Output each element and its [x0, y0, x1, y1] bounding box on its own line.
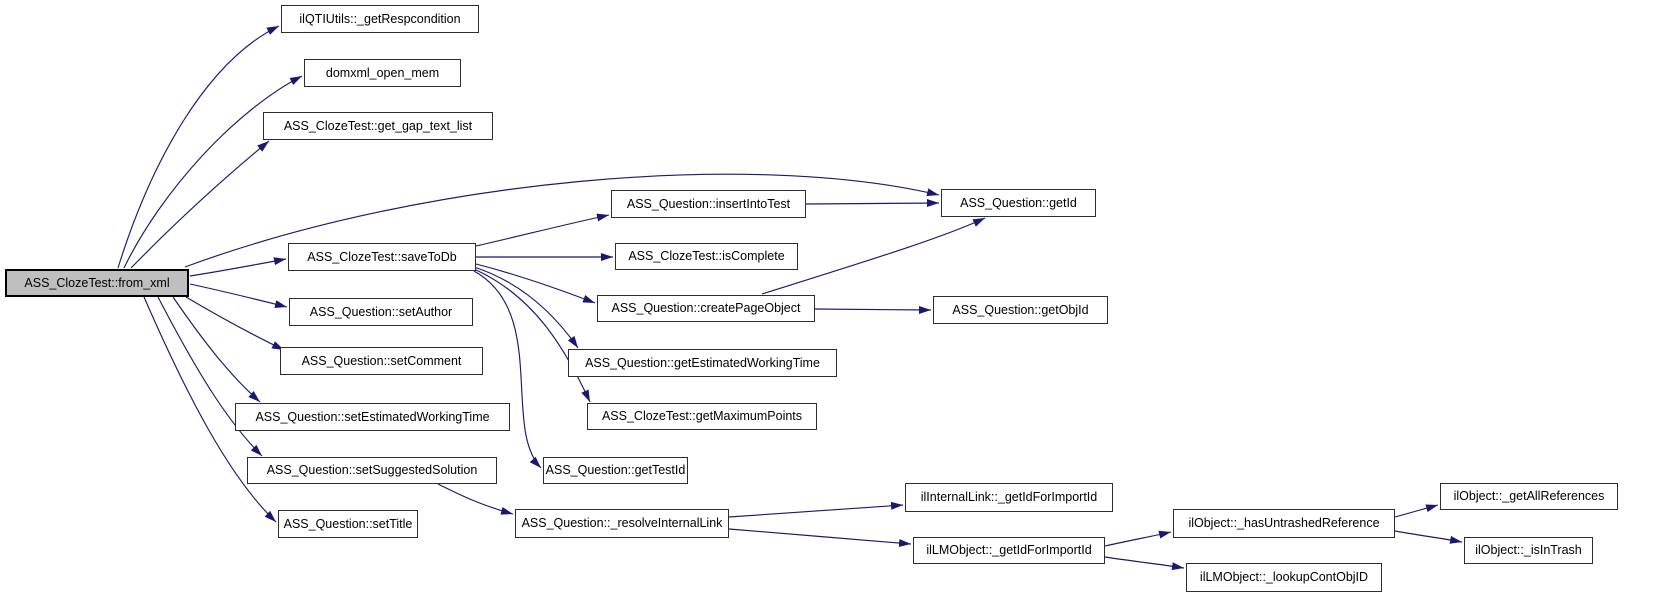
edge-from-xml-setauthor: [189, 283, 288, 308]
edge-savetodb-gettestid: [473, 270, 542, 469]
edge-createpageobject-getid: [761, 217, 986, 295]
node-ilobject-isintrash[interactable]: ilObject::_isInTrash: [1464, 537, 1593, 564]
node-ass-question-setsuggestedsolution[interactable]: ASS_Question::setSuggestedSolution: [247, 457, 497, 484]
node-ass-question-resolveinternallink[interactable]: ASS_Question::_resolveInternalLink: [515, 509, 729, 538]
node-ilobject-hasuntrashedreference[interactable]: ilObject::_hasUntrashedReference: [1173, 509, 1395, 538]
edge-from-xml-settitle: [143, 296, 277, 523]
node-ass-question-insertintotest[interactable]: ASS_Question::insertIntoTest: [611, 190, 806, 218]
node-ass-question-setestimatedworkingtime[interactable]: ASS_Question::setEstimatedWorkingTime: [235, 403, 510, 431]
edge-illmobject-getidforimportid-hasuntrashedreference: [1104, 530, 1172, 547]
node-ilobject-getallreferences[interactable]: ilObject::_getAllReferences: [1440, 483, 1618, 510]
edge-savetodb-getestimatedworkingtime: [473, 266, 579, 349]
edge-from-xml-getid: [184, 173, 940, 268]
edge-savetodb-insertintotest: [475, 213, 610, 247]
edge-from-xml-setestimatedworkingtime: [172, 296, 261, 403]
node-illmobject-lookupcontobjid[interactable]: ilLMObject::_lookupContObjID: [1186, 563, 1382, 592]
edge-resolveinternallink-ilinternallink-getidforimportid: [728, 501, 904, 518]
node-ass-clozetest-from-xml: ASS_ClozeTest::from_xml: [5, 269, 189, 297]
node-ass-question-setauthor[interactable]: ASS_Question::setAuthor: [289, 298, 473, 326]
edge-from-xml-setsuggestedsolution: [157, 296, 263, 457]
node-ass-question-createpageobject[interactable]: ASS_Question::createPageObject: [597, 295, 815, 322]
edge-resolveinternallink-illmobject-getidforimportid: [728, 528, 912, 548]
edge-savetodb-getmaximumpoints: [473, 268, 591, 403]
node-ilinternallink-getidforimportid[interactable]: ilInternalLink::_getIdForImportId: [905, 483, 1113, 512]
edge-from-xml-get-gap-text-list: [130, 140, 270, 269]
node-ass-question-getestimatedworkingtime[interactable]: ASS_Question::getEstimatedWorkingTime: [568, 349, 837, 377]
node-ass-question-getid[interactable]: ASS_Question::getId: [941, 189, 1096, 217]
edge-createpageobject-getobjid: [814, 305, 932, 314]
node-ass-question-gettestid[interactable]: ASS_Question::getTestId: [543, 457, 688, 484]
edge-from-xml-domxml-open-mem: [123, 75, 303, 269]
edge-from-xml-getrespcondition: [117, 25, 280, 269]
node-domxml-open-mem[interactable]: domxml_open_mem: [304, 59, 461, 87]
edge-hasuntrashedreference-getallreferences: [1394, 504, 1439, 518]
node-ass-question-getobjid[interactable]: ASS_Question::getObjId: [933, 296, 1108, 324]
node-ass-question-setcomment[interactable]: ASS_Question::setComment: [280, 347, 483, 375]
node-ass-clozetest-getmaximumpoints[interactable]: ASS_ClozeTest::getMaximumPoints: [587, 403, 817, 430]
edge-hasuntrashedreference-isintrash: [1394, 530, 1463, 544]
node-ass-clozetest-savetodb[interactable]: ASS_ClozeTest::saveToDb: [288, 243, 476, 271]
node-ass-clozetest-iscomplete[interactable]: ASS_ClozeTest::isComplete: [615, 243, 798, 270]
edge-setsuggestedsolution-resolveinternallink: [437, 483, 514, 515]
edge-from-xml-setcomment: [185, 296, 285, 351]
edge-savetodb-createpageobject: [475, 263, 596, 304]
node-illmobject-getidforimportid[interactable]: ilLMObject::_getIdForImportId: [913, 537, 1105, 564]
edge-insertintotest-getid: [805, 199, 940, 208]
edge-illmobject-getidforimportid-lookupcontobjid: [1104, 556, 1185, 571]
node-ass-question-settitle[interactable]: ASS_Question::setTitle: [278, 510, 418, 538]
edge-from-xml-savetodb: [189, 257, 287, 277]
node-ass-clozetest-get-gap-text-list[interactable]: ASS_ClozeTest::get_gap_text_list: [263, 112, 493, 140]
node-ilqtiutils-getrespcondition[interactable]: ilQTIUtils::_getRespcondition: [281, 5, 479, 33]
